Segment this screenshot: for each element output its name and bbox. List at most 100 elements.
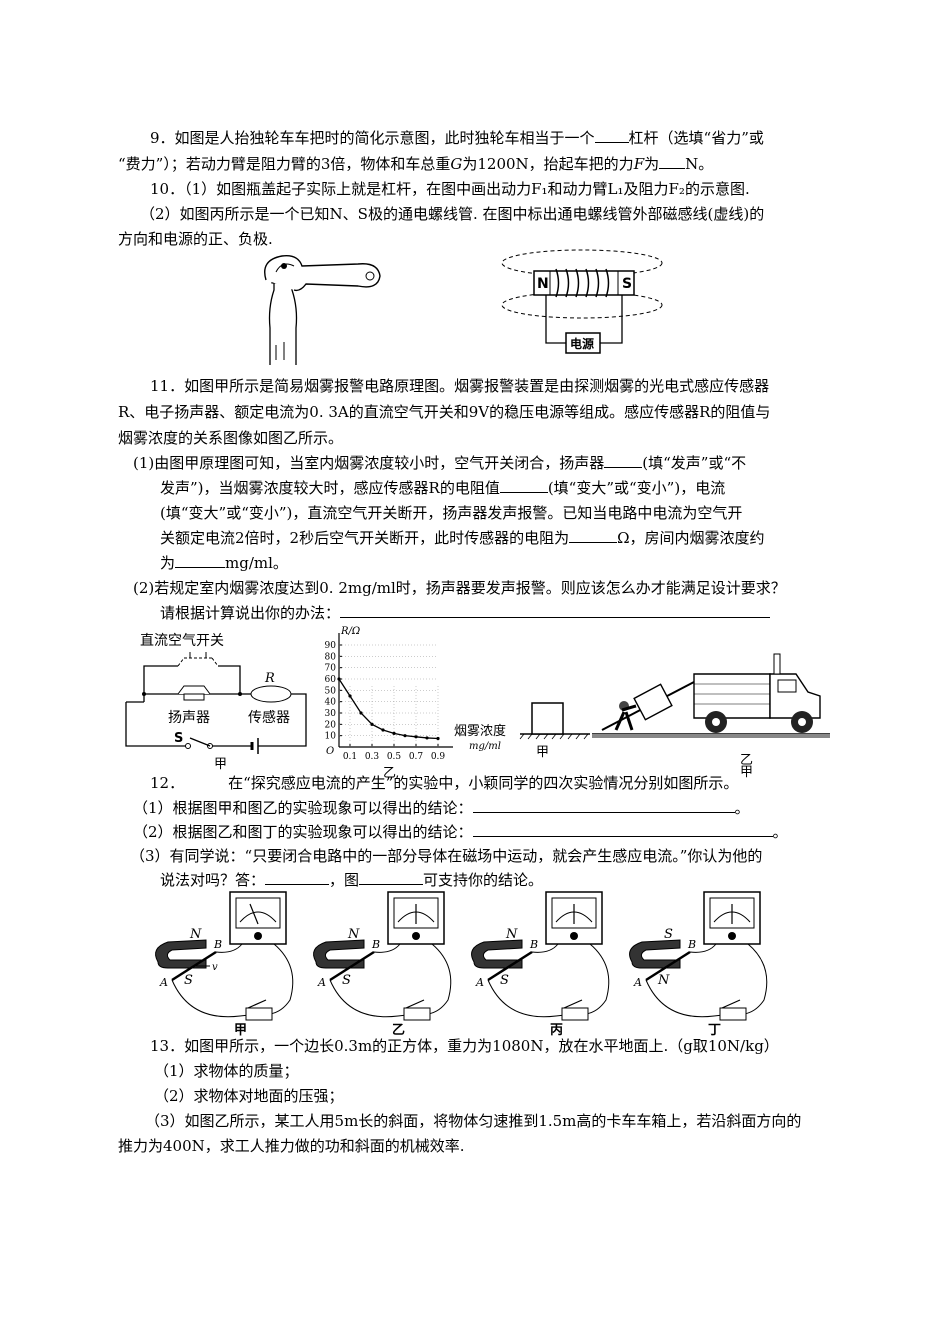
q11-text: (填“变大”或“变小”)，电流 xyxy=(547,479,726,497)
q10-line2: （2）如图丙所示是一个已知N、S极的通电螺线管. 在图中标出通电螺线管外部磁感线… xyxy=(140,205,765,223)
data-point xyxy=(348,694,352,698)
bottle-opener-figure xyxy=(264,255,381,365)
y-tick-label: 40 xyxy=(325,698,337,708)
origin-label: O xyxy=(326,746,334,757)
magnet-bottom-pole: S xyxy=(184,973,193,988)
q12-text: 。 xyxy=(734,799,750,817)
q12-text: 可支持你的结论。 xyxy=(423,871,544,889)
q9-text: 为1200N，抬起车把的力 xyxy=(462,155,634,173)
truck-caption-jia: 甲 xyxy=(740,765,753,780)
data-point xyxy=(392,731,396,735)
q9-text: “费力”）；若动力臂是阻力臂的3倍，物体和车总重 xyxy=(118,155,451,173)
x-axis-label: 烟雾浓度 xyxy=(454,723,506,739)
q9-line2: “费力”）；若动力臂是阻力臂的3倍，物体和车总重G为1200N，抬起车把的力F为… xyxy=(118,154,713,174)
q11-line2: R、电子扬声器、额定电流为0. 3A的直流空气开关和9V的稳压电源等组成。感应传… xyxy=(118,403,771,421)
magnet-top-pole: S xyxy=(664,927,673,942)
switch xyxy=(245,1007,273,1021)
q10-line1: 10．（1）如图瓶盖起子实际上就是杠杆，在图中画出动力F₁和动力臂L₁及阻力F₂… xyxy=(150,180,750,198)
x-tick-label: 0.7 xyxy=(409,752,424,762)
var-f: F xyxy=(633,155,645,173)
q11-text: 发声”)，当烟雾浓度较大时，感应传感器R的电阻值 xyxy=(160,479,500,497)
velocity-label: v xyxy=(212,962,218,973)
q13-p1: （1）求物体的质量； xyxy=(154,1062,299,1080)
q11-text: (1)由图甲原理图可知，当室内烟雾浓度较小时，空气开关闭合，扬声器 xyxy=(133,454,605,472)
q11-text: mg/ml。 xyxy=(225,554,288,572)
switch xyxy=(719,1007,747,1021)
q12-text: ，图 xyxy=(329,871,360,889)
answer-blank[interactable] xyxy=(472,798,735,813)
horseshoe-magnet xyxy=(471,939,523,969)
answer-blank[interactable] xyxy=(359,870,424,885)
point-a-label: A xyxy=(475,976,484,989)
q13-line1: 13．如图甲所示，一个边长0.3m的正方体，重力为1080N，放在水平地面上.（… xyxy=(150,1037,779,1055)
block-caption: 甲 xyxy=(536,745,549,760)
q9-text: N。 xyxy=(685,155,714,173)
q12-text: 在“探究感应电流的产生”的实验中，小颖同学的四次实验情况分别如图所示。 xyxy=(228,774,739,792)
answer-blank[interactable] xyxy=(569,528,618,543)
q11-line3: 烟雾浓度的关系图像如图乙所示。 xyxy=(118,429,344,447)
q11-text: 为 xyxy=(160,554,176,572)
point-b-label: B xyxy=(529,938,538,951)
switch-s-label: S xyxy=(174,731,183,746)
y-tick-label: 80 xyxy=(325,652,337,662)
truck-caption-yi: 乙 xyxy=(740,753,753,768)
y-tick-label: 30 xyxy=(325,709,337,719)
x-tick-label: 0.3 xyxy=(365,752,380,762)
q9-text: 9．如图是人抬独轮车车把时的简化示意图，此时独轮车相当于一个 xyxy=(150,129,595,147)
q12-text: （1）根据图甲和图乙的实验现象可以得出的结论： xyxy=(133,799,473,817)
var-g: G xyxy=(450,155,463,173)
x-tick-label: 0.9 xyxy=(431,752,446,762)
speaker-label: 扬声器 xyxy=(168,710,210,726)
y-axis-label: R/Ω xyxy=(340,626,360,637)
q12-p3: （3）有同学说：“只要闭合电路中的一部分导体在磁场中运动，就会产生感应电流。”你… xyxy=(130,847,763,865)
q11-p1-line1: (1)由图甲原理图可知，当室内烟雾浓度较小时，空气开关闭合，扬声器 (填“发声”或… xyxy=(133,453,746,473)
smoke-alarm-circuit: 直流空气开关 扬声器 R 传感器 S 甲 xyxy=(125,632,307,772)
answer-blank[interactable] xyxy=(594,128,629,143)
solenoid-s-label: S xyxy=(622,276,632,292)
point-b-label: B xyxy=(687,938,696,951)
point-a-label: A xyxy=(633,976,642,989)
answer-blank[interactable] xyxy=(340,603,771,618)
switch xyxy=(403,1007,431,1021)
answer-blank[interactable] xyxy=(499,478,548,493)
conductor-ab xyxy=(171,950,217,982)
answer-blank[interactable] xyxy=(604,453,643,468)
q9-line1: 9．如图是人抬独轮车车把时的简化示意图，此时独轮车相当于一个 杠杆（选填“省力”或 xyxy=(150,128,764,148)
magnet-bottom-pole: N xyxy=(657,973,670,988)
solenoid-figure: N S 电源 xyxy=(501,249,663,354)
magnet-top-pole: N xyxy=(189,927,202,942)
q10-line3: 方向和电源的正、负极. xyxy=(118,230,273,248)
answer-blank[interactable] xyxy=(659,154,686,169)
q13-p3: （3）如图乙所示，某工人用5m长的斜面，将物体匀速推到1.5m高的卡车车箱上，若… xyxy=(145,1112,802,1130)
answer-blank[interactable] xyxy=(265,870,330,885)
answer-blank[interactable] xyxy=(175,553,226,568)
horseshoe-magnet xyxy=(155,939,207,969)
x-tick-label: 0.1 xyxy=(343,752,357,762)
switch xyxy=(561,1007,589,1021)
q11-p2-line1: (2)若规定室内烟雾浓度达到0. 2mg/ml时，扬声器要发声报警。则应该怎么办… xyxy=(133,579,786,597)
data-point xyxy=(381,728,385,732)
q9-text: 杠杆（选填“省力”或 xyxy=(628,129,764,147)
data-point xyxy=(403,734,407,738)
q12-p1: （1）根据图甲和图乙的实验现象可以得出的结论： 。 xyxy=(133,798,750,818)
conductor-ab xyxy=(487,950,533,982)
circuit-caption: 甲 xyxy=(214,757,227,772)
figure-caption: 甲 xyxy=(234,1023,247,1038)
y-tick-label: 60 xyxy=(325,675,337,685)
point-b-label: B xyxy=(213,938,222,951)
y-tick-label: 50 xyxy=(325,686,337,696)
q11-text: Ω，房间内烟雾浓度约 xyxy=(617,529,765,547)
y-tick-label: 20 xyxy=(325,720,337,730)
q11-p2-line2: 请根据计算说出你的办法： xyxy=(160,603,771,623)
data-point xyxy=(425,736,429,740)
resistor-r-label: R xyxy=(264,671,275,686)
q11-p1-line3: (填“变大”或“变小”)，直流空气开关断开，扬声器发声报警。已知当电路中电流为空… xyxy=(160,504,743,522)
resistance-concentration-chart: R/Ω O 烟雾浓度 mg/ml 乙 9080706050403020100.1… xyxy=(325,626,506,781)
horseshoe-magnet xyxy=(629,939,681,969)
answer-blank[interactable] xyxy=(472,822,773,837)
y-tick-label: 90 xyxy=(325,641,337,651)
q11-text: (填“发声”或“不 xyxy=(642,454,747,472)
